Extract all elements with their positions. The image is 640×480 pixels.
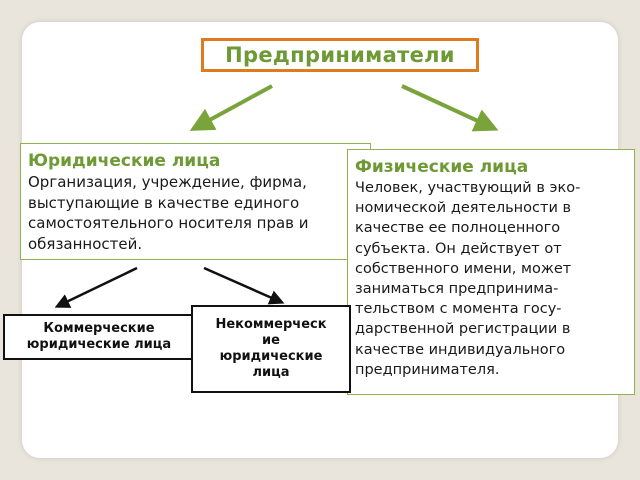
natural-persons-line: заниматься предпринима- bbox=[355, 281, 559, 298]
arrow-to-legal-entities bbox=[189, 84, 273, 131]
title-box: Предприниматели bbox=[201, 38, 479, 72]
noncommercial-entities-box: Некоммерческ ие юридические лица bbox=[191, 305, 351, 393]
arrow-to-noncommercial bbox=[203, 266, 285, 305]
noncommercial-entities-line: ие bbox=[262, 333, 280, 348]
noncommercial-entities-line: Некоммерческ bbox=[215, 317, 327, 332]
natural-persons-line: качестве ее полноценного bbox=[355, 220, 561, 237]
natural-persons-line: качестве индивидуального bbox=[355, 341, 566, 358]
diagram-title: Предприниматели bbox=[225, 43, 455, 67]
natural-persons-line: предпринимателя. bbox=[355, 361, 500, 378]
commercial-entities-line: юридические лица bbox=[26, 337, 172, 352]
natural-persons-line: Человек, участвующий в эко- bbox=[355, 180, 581, 196]
natural-persons-description: Человек, участвующий в эко- номической д… bbox=[355, 178, 634, 380]
arrow-to-commercial bbox=[54, 266, 138, 308]
arrow-to-natural-persons bbox=[401, 84, 499, 132]
natural-persons-heading: Физические лица bbox=[355, 157, 529, 177]
natural-persons-line: тельством с момента госу- bbox=[355, 301, 562, 318]
legal-entities-line: выступающие в качестве единого bbox=[28, 193, 300, 212]
natural-persons-box: Физические лица Человек, участвующий в э… bbox=[347, 149, 635, 395]
legal-entities-description: Организация, учреждение, фирма, выступаю… bbox=[28, 172, 370, 254]
legal-entities-line: самостоятельного носителя прав и bbox=[28, 214, 309, 232]
natural-persons-line: субъекта. Он действует от bbox=[355, 240, 562, 257]
noncommercial-entities-line: юридические bbox=[219, 349, 323, 364]
natural-persons-line: собственного имени, может bbox=[355, 260, 572, 277]
commercial-entities-line: Коммерческие bbox=[43, 321, 155, 336]
noncommercial-entities-line: лица bbox=[252, 365, 290, 380]
commercial-entities-box: Коммерческие юридические лица bbox=[3, 314, 195, 360]
legal-entities-line: обязанностей. bbox=[28, 234, 143, 253]
legal-entities-box: Юридические лица Организация, учреждение… bbox=[20, 143, 371, 260]
legal-entities-line: Организация, учреждение, фирма, bbox=[28, 173, 307, 191]
legal-entities-heading: Юридические лица bbox=[28, 151, 221, 171]
natural-persons-line: номической деятельности в bbox=[355, 200, 572, 217]
natural-persons-line: дарственной регистрации в bbox=[355, 321, 571, 338]
